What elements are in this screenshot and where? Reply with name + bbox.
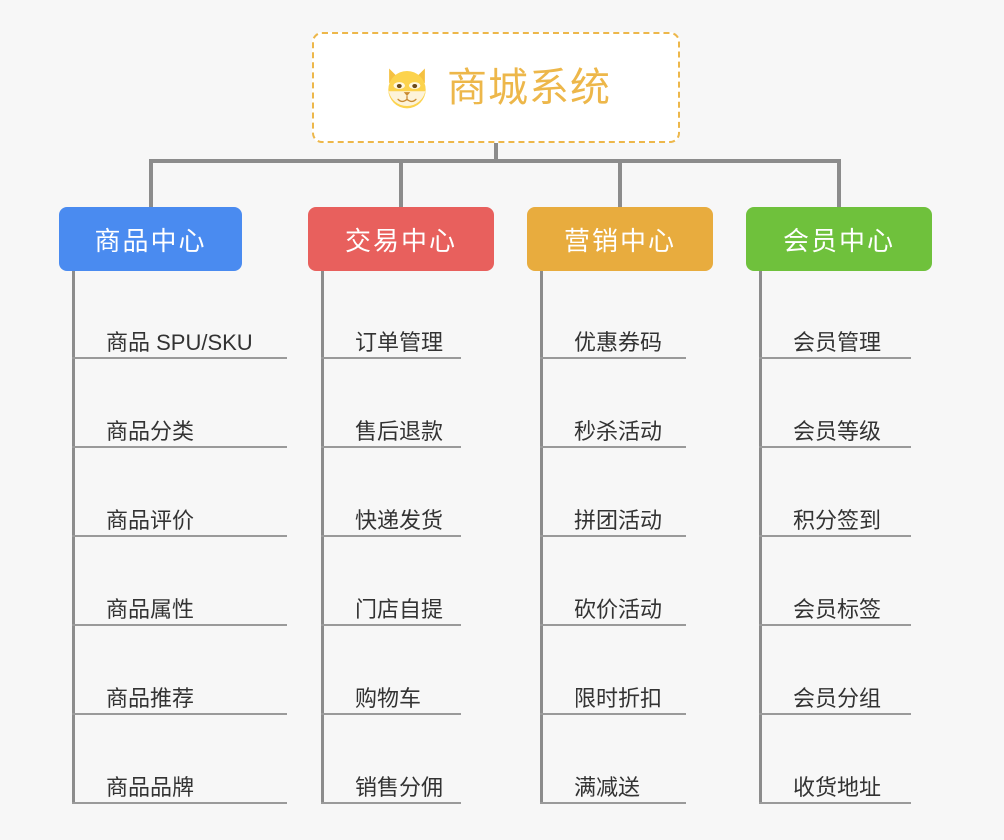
leaf-underline [759, 624, 911, 626]
leaf-label: 订单管理 [355, 329, 444, 355]
leaf-label: 限时折扣 [574, 685, 663, 711]
leaf-item[interactable]: 商品评价 [72, 493, 287, 537]
leaf-item[interactable]: 会员管理 [759, 315, 911, 359]
branch-trunk [540, 271, 543, 804]
category-box-2[interactable]: 交易中心 [308, 207, 494, 271]
category-box-4[interactable]: 会员中心 [746, 207, 932, 271]
connector-drop-1 [148, 159, 153, 207]
leaf-item[interactable]: 秒杀活动 [540, 404, 686, 448]
leaf-label: 会员管理 [793, 329, 882, 355]
leaf-label: 秒杀活动 [574, 418, 663, 444]
leaf-item[interactable]: 会员分组 [759, 671, 911, 715]
leaf-item[interactable]: 订单管理 [321, 315, 461, 359]
leaf-item[interactable]: 商品属性 [72, 582, 287, 626]
leaf-underline [72, 802, 287, 804]
leaf-underline [759, 446, 911, 448]
leaf-label: 门店自提 [355, 596, 444, 622]
leaf-underline [759, 802, 911, 804]
leaf-item[interactable]: 购物车 [321, 671, 461, 715]
leaf-label: 商品分类 [106, 418, 195, 444]
leaf-item[interactable]: 拼团活动 [540, 493, 686, 537]
leaf-item[interactable]: 商品品牌 [72, 760, 287, 804]
branch-trunk [72, 271, 75, 804]
category-label-2: 交易中心 [344, 225, 457, 256]
leaf-underline [540, 713, 686, 715]
leaf-underline [540, 624, 686, 626]
leaf-underline [72, 713, 287, 715]
leaf-underline [759, 713, 911, 715]
leaf-underline [72, 535, 287, 537]
leaf-underline [321, 802, 461, 804]
connector-drop-2 [399, 159, 403, 207]
leaf-item[interactable]: 会员标签 [759, 582, 911, 626]
leaf-underline [321, 624, 461, 626]
leaf-underline [540, 802, 686, 804]
leaf-label: 会员等级 [793, 418, 882, 444]
leaf-item[interactable]: 销售分佣 [321, 760, 461, 804]
leaf-item[interactable]: 限时折扣 [540, 671, 686, 715]
leaf-label: 商品属性 [106, 596, 195, 622]
leaf-item[interactable]: 收货地址 [759, 760, 911, 804]
leaf-label: 快递发货 [355, 507, 444, 533]
leaf-label: 收货地址 [793, 774, 882, 800]
root-node[interactable]: 商城系统 [312, 32, 680, 143]
leaf-underline [759, 357, 911, 359]
leaf-item[interactable]: 快递发货 [321, 493, 461, 537]
leaf-item[interactable]: 积分签到 [759, 493, 911, 537]
leaf-underline [321, 357, 461, 359]
branch-trunk [321, 271, 324, 804]
leaf-underline [540, 357, 686, 359]
leaf-label: 销售分佣 [355, 774, 444, 800]
leaf-underline [540, 535, 686, 537]
leaf-item[interactable]: 门店自提 [321, 582, 461, 626]
connector-drop-4 [837, 159, 841, 207]
leaf-label: 积分签到 [793, 507, 882, 533]
root-title: 商城系统 [447, 65, 611, 110]
leaf-label: 售后退款 [355, 418, 444, 444]
leaf-underline [321, 535, 461, 537]
category-box-3[interactable]: 营销中心 [527, 207, 713, 271]
leaf-label: 砍价活动 [574, 596, 663, 622]
leaf-label: 满减送 [574, 774, 641, 800]
leaf-item[interactable]: 商品 SPU/SKU [72, 315, 287, 359]
leaf-underline [321, 446, 461, 448]
leaf-item[interactable]: 砍价活动 [540, 582, 686, 626]
category-label-3: 营销中心 [563, 225, 676, 256]
leaf-underline [759, 535, 911, 537]
leaf-item[interactable]: 售后退款 [321, 404, 461, 448]
leaf-item[interactable]: 商品推荐 [72, 671, 287, 715]
category-label-1: 商品中心 [94, 225, 207, 256]
leaf-label: 会员标签 [793, 596, 882, 622]
leaf-label: 商品品牌 [106, 774, 195, 800]
leaf-underline [72, 357, 287, 359]
leaf-underline [72, 624, 287, 626]
category-box-1[interactable]: 商品中心 [59, 207, 242, 271]
leaf-item[interactable]: 满减送 [540, 760, 686, 804]
leaf-label: 商品评价 [106, 507, 195, 533]
connector-drop-3 [618, 159, 622, 207]
shiba-dog-face-icon [381, 62, 433, 114]
leaf-label: 购物车 [355, 685, 422, 711]
leaf-label: 商品 SPU/SKU [106, 329, 253, 355]
leaf-item[interactable]: 会员等级 [759, 404, 911, 448]
connector-root-stem [494, 143, 498, 163]
leaf-underline [72, 446, 287, 448]
branch-trunk [759, 271, 762, 804]
leaf-label: 优惠券码 [574, 329, 663, 355]
leaf-item[interactable]: 优惠券码 [540, 315, 686, 359]
leaf-item[interactable]: 商品分类 [72, 404, 287, 448]
leaf-underline [540, 446, 686, 448]
leaf-label: 商品推荐 [106, 685, 195, 711]
leaf-label: 拼团活动 [574, 507, 663, 533]
category-label-4: 会员中心 [782, 225, 895, 256]
connector-horizontal-bus [149, 159, 841, 163]
leaf-underline [321, 713, 461, 715]
leaf-label: 会员分组 [793, 685, 882, 711]
